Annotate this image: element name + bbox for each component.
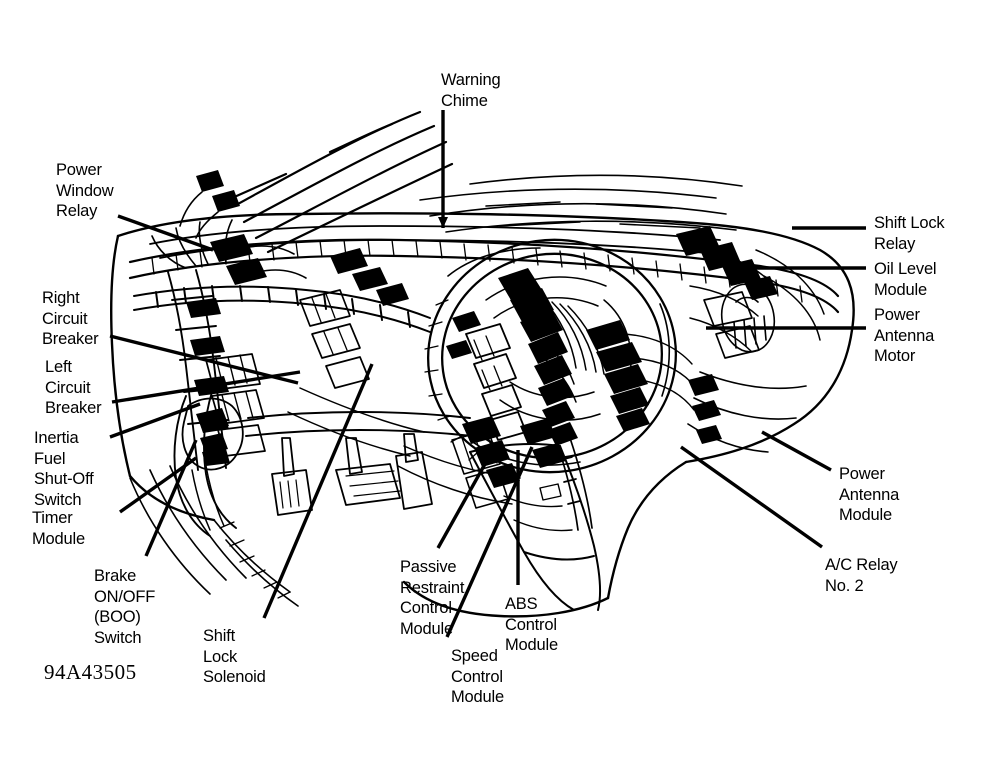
leader-warning-chime-arrowhead: [438, 217, 448, 228]
right-relay-bodies: [676, 226, 778, 300]
sill-tape-ticks: [219, 521, 291, 599]
power-window-relay-body: [210, 234, 267, 285]
leader-power-antenna-module: [761, 430, 832, 472]
mid-left-connectors: [330, 248, 409, 306]
parking-brake-pedal: [271, 437, 313, 516]
callout-label-shift-lock-relay: Shift Lock Relay: [874, 214, 945, 253]
callout-label-brake-on-off-switch: Brake ON/OFF (BOO) Switch: [94, 567, 156, 647]
cowl-connector-tabs: [196, 170, 240, 212]
leader-ac-relay-2: [680, 445, 823, 549]
leader-shift-lock-solenoid: [262, 363, 374, 619]
callout-label-warning-chime: Warning Chime: [441, 71, 501, 110]
callout-label-power-antenna-module: Power Antenna Module: [839, 465, 900, 524]
accelerator-pedal: [395, 433, 433, 510]
under-dash-contours: [287, 387, 521, 505]
right-dash-contours: [689, 249, 825, 353]
dash-panel-outline: [110, 212, 855, 618]
callout-label-shift-lock-solenoid: Shift Lock Solenoid: [203, 627, 266, 686]
center-harness-drop: [555, 437, 593, 531]
right-connector-bank: [586, 320, 650, 432]
right-lower-connectors: [688, 374, 722, 444]
leader-brake-boo-switch: [144, 439, 198, 557]
callout-label-ac-relay-no2: A/C Relay No. 2: [825, 556, 898, 595]
callout-label-power-window-relay: Power Window Relay: [56, 161, 114, 220]
figure-number: 94A43505: [44, 660, 137, 684]
inertia-switch-body: [181, 397, 244, 471]
secondary-harness-branch: [133, 285, 431, 333]
callout-label-right-circuit-breaker: Right Circuit Breaker: [42, 289, 99, 348]
leader-inertia-switch: [109, 402, 201, 439]
callout-label-speed-control-module: Speed Control Module: [451, 647, 504, 706]
callout-label-oil-level-module: Oil Level Module: [874, 260, 937, 299]
steering-column-opening: [427, 238, 677, 474]
callout-label-inertia-fuel-shutoff: Inertia Fuel Shut-Off Switch: [34, 429, 94, 509]
leader-passive-restraint: [436, 454, 492, 549]
leader-left-circuit-breaker: [111, 370, 301, 404]
callout-label-left-circuit-breaker: Left Circuit Breaker: [45, 358, 102, 417]
brake-pedal: [335, 437, 401, 506]
central-wire-fan: [539, 299, 605, 403]
callout-label-passive-restraint-module: Passive Restraint Control Module: [400, 558, 465, 638]
floor-sill-contours: [129, 465, 299, 607]
leader-power-window-relay: [117, 214, 214, 252]
mid-left-blocks: [299, 289, 370, 389]
callout-label-power-antenna-motor: Power Antenna Motor: [874, 306, 935, 365]
leader-right-circuit-breaker: [109, 334, 299, 385]
callout-label-abs-control-module: ABS Control Module: [505, 595, 558, 654]
callout-label-timer-module: Timer Module: [32, 509, 85, 548]
